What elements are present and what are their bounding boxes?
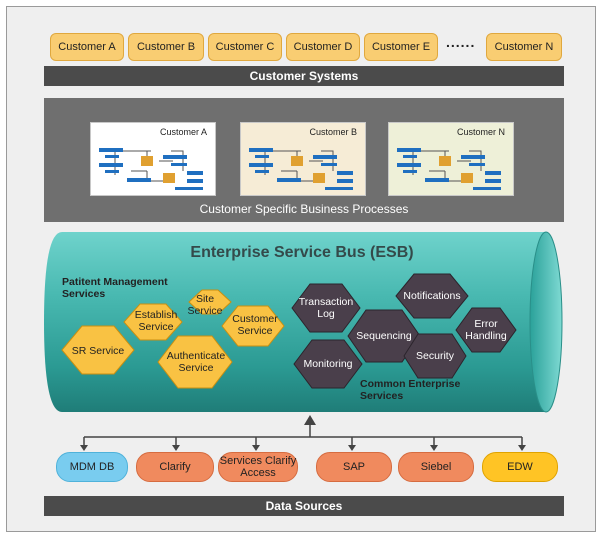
sr-service-label: SR Service <box>71 345 125 357</box>
esb-title: Enterprise Service Bus (ESB) <box>190 244 414 261</box>
business-processes-panel: Customer A Customer B <box>44 98 564 222</box>
bp-card-label: Customer N <box>456 127 505 137</box>
notifications-label: Notifications <box>403 290 461 302</box>
monitoring-label: Monitoring <box>303 358 353 370</box>
business-processes-title: Customer Specific Business Processes <box>199 202 409 216</box>
bp-card-label: Customer B <box>309 127 357 137</box>
bp-card-customer-a: Customer A <box>90 122 216 196</box>
establish-service-label: Establish Service <box>134 309 178 333</box>
patient-services-group-label: Patitent Management Services <box>62 276 168 300</box>
data-sources-bar: Data Sources <box>44 496 564 516</box>
data-source-clarify: Clarify <box>136 452 214 482</box>
bp-card-label: Customer A <box>159 127 207 137</box>
customer-n-box: Customer N <box>486 33 562 61</box>
security-label: Security <box>416 350 454 362</box>
common-services-group-label: Common Enterprise Services <box>360 378 461 402</box>
customer-b-box: Customer B <box>128 33 204 61</box>
process-flow-icon <box>249 148 353 190</box>
data-source-siebel: Siebel <box>398 452 474 482</box>
process-flow-icon <box>397 148 501 190</box>
data-source-edw: EDW <box>482 452 558 482</box>
customer-c-box: Customer C <box>208 33 282 61</box>
sequencing-label: Sequencing <box>356 330 412 342</box>
data-source-services-clarify-access: Services Clarify Access <box>218 452 298 482</box>
error-handling-label: Error Handling <box>465 318 507 342</box>
customer-systems-bar: Customer Systems <box>44 66 564 86</box>
customer-service-label: Customer Service <box>232 313 278 337</box>
data-source-sap: SAP <box>316 452 392 482</box>
process-flow-icon <box>99 148 203 190</box>
transaction-log-label: Transaction Log <box>298 296 354 320</box>
bp-card-customer-n: Customer N <box>388 122 514 196</box>
customer-d-box: Customer D <box>286 33 360 61</box>
bp-card-customer-b: Customer B <box>240 122 366 196</box>
customer-ellipsis: ...... <box>446 34 476 50</box>
data-source-mdm-db: MDM DB <box>56 452 128 482</box>
site-service-label: Site Service <box>187 293 223 317</box>
authenticate-service-label: Authenticate Service <box>166 350 226 374</box>
customer-a-box: Customer A <box>50 33 124 61</box>
customer-e-box: Customer E <box>364 33 438 61</box>
